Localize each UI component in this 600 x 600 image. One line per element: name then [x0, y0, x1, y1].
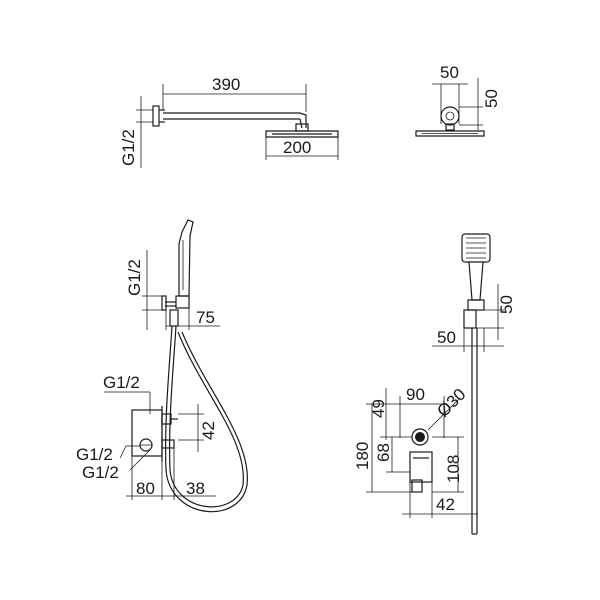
dim-38-label: 38 [186, 479, 205, 498]
dim-g12-middle: G1/2 [125, 250, 162, 330]
mixer-body-side-view [131, 406, 178, 462]
dim-80-label: 80 [136, 479, 155, 498]
dim-90: 90 [399, 385, 445, 438]
g12-bottom-mid-label: G1/2 [76, 445, 113, 464]
dim-180-label: 180 [353, 442, 372, 470]
dim-50a-label: 50 [440, 63, 459, 82]
diverter-block [409, 451, 433, 483]
dim-50-horizontal: 50 [459, 78, 501, 130]
dim-g12-top: G1/2 [119, 96, 153, 168]
dim-50-right-h-label: 50 [437, 328, 456, 347]
hose [165, 325, 248, 513]
mixer-plate-front-view [409, 428, 433, 493]
dim-50-right-vertical: 50 [476, 284, 516, 340]
g12-bottom-bot-label: G1/2 [82, 463, 119, 482]
dim-75-label: 75 [196, 308, 215, 327]
dim-diameter-30: Ø30 [427, 385, 470, 431]
dim-50-vertical: 50 [432, 63, 468, 124]
dim-42-right-label: 42 [436, 495, 455, 514]
wall-flange [152, 105, 160, 127]
dim-80: 80 [126, 456, 166, 500]
g12-middle-label: G1/2 [125, 259, 144, 296]
hand-shower-side-view [161, 219, 248, 513]
dim-75: 75 [165, 308, 220, 330]
shower-arm-side-view [152, 105, 339, 138]
dim-68-label: 68 [374, 443, 393, 462]
dim-50-right-horizontal: 50 [432, 328, 504, 352]
mixer-knob-icon [415, 432, 425, 442]
dim-g12-bottom-bot: G1/2 [82, 449, 151, 482]
dim-50-right-v-label: 50 [497, 295, 516, 314]
dim-d30-label: Ø30 [433, 385, 469, 421]
dim-g12-bottom-mid: G1/2 [76, 445, 140, 464]
g12-bottom-top-label: G1/2 [103, 373, 140, 392]
dim-200-label: 200 [283, 138, 311, 157]
dim-42-left-label: 42 [199, 421, 218, 440]
dim-38: 38 [166, 448, 216, 500]
dim-108-label: 108 [444, 455, 463, 483]
hand-shower-handle [178, 219, 194, 297]
shower-arm-front-view [415, 106, 485, 137]
dim-68: 68 [374, 437, 410, 473]
dim-42-left: 42 [178, 404, 218, 452]
dim-180: 180 [353, 403, 412, 493]
mixer-box [131, 409, 163, 457]
wall-flange-front [440, 106, 460, 126]
dim-108: 108 [432, 436, 464, 493]
dim-390: 390 [162, 75, 307, 112]
dim-g12-bottom-top: G1/2 [103, 373, 151, 414]
dim-42-right: 42 [402, 482, 478, 518]
g12-top-label: G1/2 [119, 129, 138, 166]
hand-shower-head-front [461, 233, 491, 263]
hand-shower-front-view [461, 233, 491, 535]
holder-wall-plate [161, 295, 167, 311]
dim-200: 200 [265, 137, 339, 160]
dim-90-label: 90 [406, 385, 425, 404]
dim-390-label: 390 [212, 75, 240, 94]
dim-50b-label: 50 [482, 89, 501, 108]
